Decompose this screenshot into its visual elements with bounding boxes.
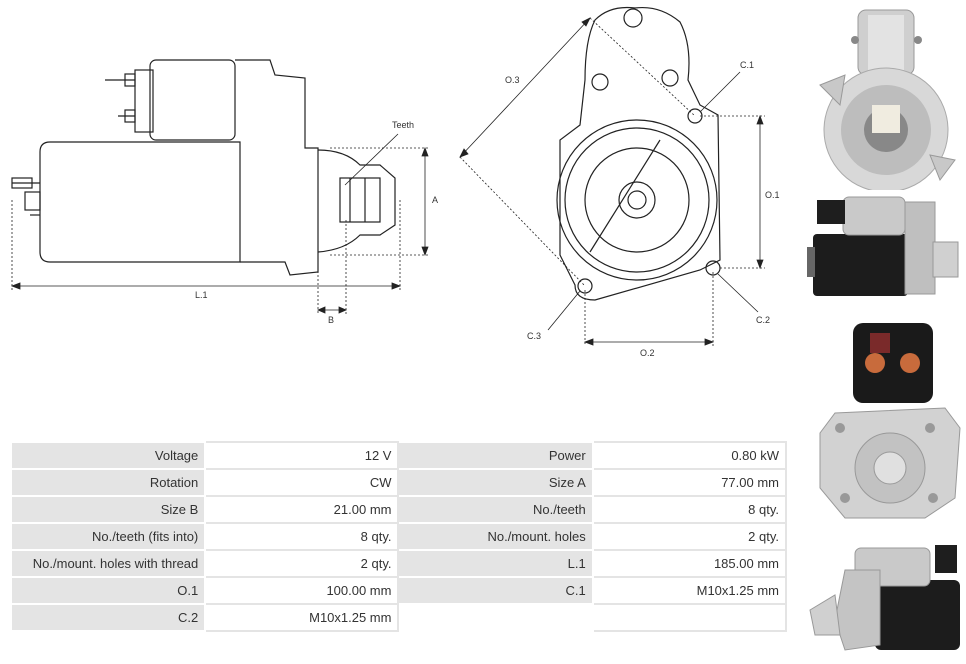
spec-label: No./teeth [397,495,594,524]
spec-label: Power [397,441,594,470]
a-label: A [432,195,438,205]
spec-label: Size A [397,468,594,497]
spec-value: 2 qty. [591,522,788,551]
spec-value: 100.00 mm [204,576,400,605]
spec-value: 8 qty. [591,495,788,524]
starter-angle-view-photo[interactable] [805,540,965,655]
spec-label: No./mount. holes [397,522,594,551]
starter-side-view-photo[interactable] [805,192,965,302]
specifications-table: Voltage 12 V Power 0.80 kW Rotation CW S… [9,441,788,632]
table-row: Size B 21.00 mm No./teeth 8 qty. [9,495,788,524]
spec-value: M10x1.25 mm [204,603,400,632]
table-row: C.2 M10x1.25 mm [9,603,788,632]
teeth-label: Teeth [392,120,414,130]
spec-value: 77.00 mm [591,468,788,497]
spec-label: C.1 [397,576,594,605]
l1-label: L.1 [195,290,208,300]
flange-outline [559,6,721,301]
c2-label: C.2 [756,315,770,325]
body-circle-outer [556,119,718,281]
product-photos [800,0,966,664]
pinion-outline [339,177,381,223]
spec-value: 0.80 kW [591,441,788,470]
spec-value: 12 V [204,441,400,470]
spec-value: M10x1.25 mm [591,576,788,605]
o3-label: O.3 [505,75,520,85]
table-row: O.1 100.00 mm C.1 M10x1.25 mm [9,576,788,605]
motor-body-outline [39,141,241,263]
teeth-leader-line [344,133,399,186]
table-row: Rotation CW Size A 77.00 mm [9,468,788,497]
spec-label: No./mount. holes with thread [9,549,207,578]
spec-label: L.1 [397,549,594,578]
drive-housing-outline [235,59,319,276]
spec-label: Size B [9,495,207,524]
spec-value: 185.00 mm [591,549,788,578]
spec-label: Rotation [9,468,207,497]
table-row: No./mount. holes with thread 2 qty. L.1 … [9,549,788,578]
top-hole [623,8,643,28]
spec-value: CW [204,468,400,497]
spec-label: C.2 [9,603,207,632]
starter-rear-view-photo[interactable] [805,318,965,523]
c3-label: C.3 [527,331,541,341]
spec-label: No./teeth (fits into) [9,522,207,551]
spec-label-empty [397,603,594,632]
solenoid-cap [134,69,154,133]
table-row: No./teeth (fits into) 8 qty. No./mount. … [9,522,788,551]
nose-outline [317,149,396,253]
b-label: B [328,315,334,325]
spec-value: 8 qty. [204,522,400,551]
o2-label: O.2 [640,348,655,358]
o1-label: O.1 [765,190,780,200]
o3-dimension-line [459,17,591,158]
spec-value: 21.00 mm [204,495,400,524]
spec-value-empty [591,603,788,632]
spec-label: O.1 [9,576,207,605]
solenoid-outline [149,59,236,141]
starter-front-view-photo[interactable] [810,5,960,190]
table-row: Voltage 12 V Power 0.80 kW [9,441,788,470]
spec-label: Voltage [9,441,207,470]
c1-label: C.1 [740,60,754,70]
hole-c3 [577,278,593,294]
spec-value: 2 qty. [204,549,400,578]
technical-drawing: Teeth A B L.1 O.3 C.1 O.1 C.2 C.3 O.2 [10,6,780,358]
